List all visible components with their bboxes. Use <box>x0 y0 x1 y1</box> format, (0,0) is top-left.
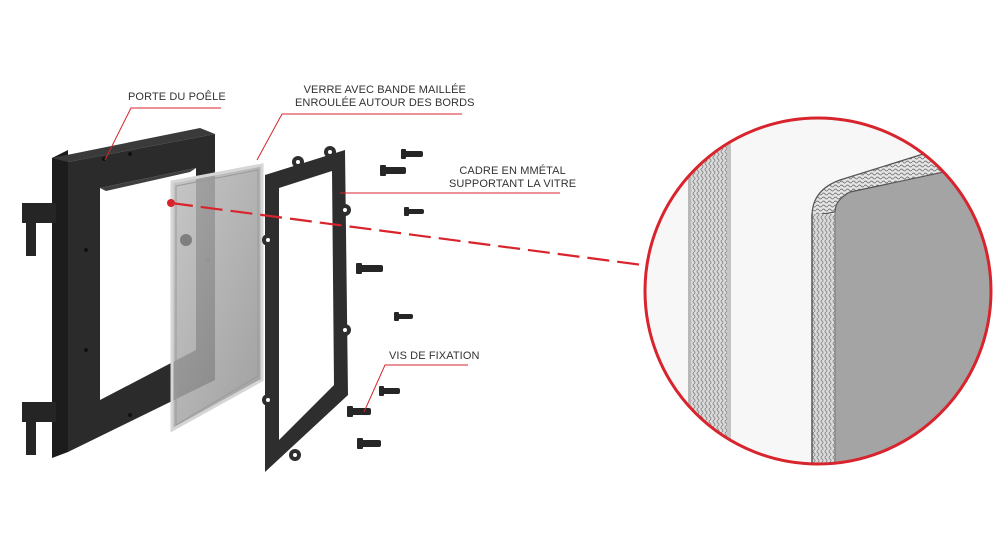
mesh-rope-left <box>690 118 728 464</box>
screw-2 <box>380 165 406 176</box>
callout-dashed-line <box>170 201 651 268</box>
leader-lines <box>104 107 560 413</box>
leader-screws <box>363 364 468 413</box>
magnified-detail <box>643 116 993 466</box>
label-frame: CADRE EN MMÉTAL SUPPORTANT LA VITRE <box>449 165 576 191</box>
label-glass-line2: ENROULÉE AUTOUR DES BORDS <box>295 97 475 109</box>
label-frame-line2: SUPPORTANT LA VITRE <box>449 178 577 190</box>
leader-glass <box>256 113 462 161</box>
label-glass-line1: VERRE AVEC BANDE MAILLÉE <box>303 84 466 96</box>
screw-3 <box>404 207 424 216</box>
screw-7 <box>347 406 371 417</box>
screw-5 <box>394 312 413 321</box>
leader-door <box>104 107 221 161</box>
label-frame-line1: CADRE EN MMÉTAL <box>459 165 566 177</box>
screw-8 <box>357 438 381 449</box>
mesh-band-side <box>812 214 835 464</box>
fixing-screws <box>347 149 424 449</box>
glass-panel <box>170 163 264 433</box>
screw-1 <box>401 149 423 159</box>
label-glass: VERRE AVEC BANDE MAILLÉE ENROULÉE AUTOUR… <box>295 84 475 110</box>
screw-4 <box>356 263 383 274</box>
metal-frame <box>262 146 351 472</box>
label-screws: VIS DE FIXATION <box>389 350 480 362</box>
label-door: PORTE DU POÊLE <box>128 91 226 103</box>
screw-6 <box>379 386 400 396</box>
